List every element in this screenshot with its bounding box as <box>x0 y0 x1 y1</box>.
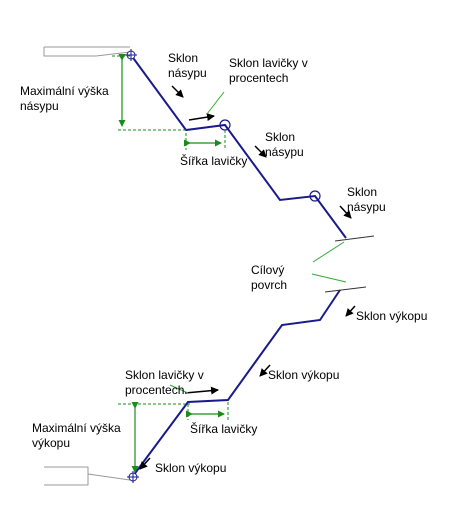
cut-slope-label: Sklon výkopu <box>155 461 226 475</box>
slope-direction-arrow-icon <box>259 364 271 377</box>
max-cut-height-label: výkopu <box>32 436 70 450</box>
embankment-slope-label: násypu <box>265 145 304 159</box>
bench-slope-leader-lower <box>169 384 189 394</box>
bench-width-label: Šířka lavičky <box>180 153 247 168</box>
max-cut-height-dimension <box>118 402 190 473</box>
slope-direction-arrow-icon <box>139 457 151 470</box>
existing-ground-bottom-slope <box>87 473 131 481</box>
cut-profile <box>132 289 341 477</box>
bench-width-dimension-lower <box>186 402 229 420</box>
bench-slope-percent-label: procentech <box>125 383 184 397</box>
embankment-slope-label: Sklon <box>265 130 295 144</box>
hinge-point-icon <box>127 471 139 483</box>
max-embankment-height-label: násypu <box>20 99 59 113</box>
slope-direction-arrow-icon <box>254 145 267 158</box>
cut-slope-label: Sklon výkopu <box>356 309 427 323</box>
target-surface-label: Cílový <box>251 263 284 277</box>
target-surface-leader-lower <box>311 273 347 283</box>
bench-slope-leader-upper <box>206 91 225 115</box>
target-surface-leader-upper <box>312 241 345 263</box>
embankment-slope-label: násypu <box>168 66 207 80</box>
bench-slope-arrow-icon <box>184 386 219 395</box>
target-surface-tick-upper <box>334 235 375 242</box>
embankment-slope-label: násypu <box>347 200 386 214</box>
bench-slope-percent-label: Sklon lavičky v <box>125 368 204 382</box>
embankment-profile <box>130 54 347 239</box>
bench-marker-icon <box>309 190 321 202</box>
embankment-slope-label: Sklon <box>168 51 198 65</box>
slope-direction-arrow-icon <box>345 305 356 317</box>
hinge-point-icon <box>125 49 137 61</box>
max-embankment-height-dimension <box>112 54 188 131</box>
existing-ground-top <box>43 47 131 57</box>
bench-width-dimension-upper <box>184 130 226 150</box>
bench-slope-percent-label: Sklon lavičky v <box>229 56 308 70</box>
embankment-slope-label: Sklon <box>347 185 377 199</box>
existing-ground-bottom <box>44 466 89 486</box>
target-surface-tick-lower <box>324 286 367 293</box>
slope-direction-arrow-icon <box>171 85 184 98</box>
cut-slope-label: Sklon výkopu <box>268 368 339 382</box>
bench-slope-percent-label: procentech <box>229 71 288 85</box>
bench-width-label: Šířka lavičky <box>190 421 257 436</box>
target-surface-label: povrch <box>251 278 287 292</box>
max-cut-height-label: Maximální výška <box>32 421 121 435</box>
slope-direction-arrow-icon <box>339 205 352 219</box>
max-embankment-height-label: Maximální výška <box>20 84 109 98</box>
bench-slope-arrow-icon <box>188 113 215 122</box>
